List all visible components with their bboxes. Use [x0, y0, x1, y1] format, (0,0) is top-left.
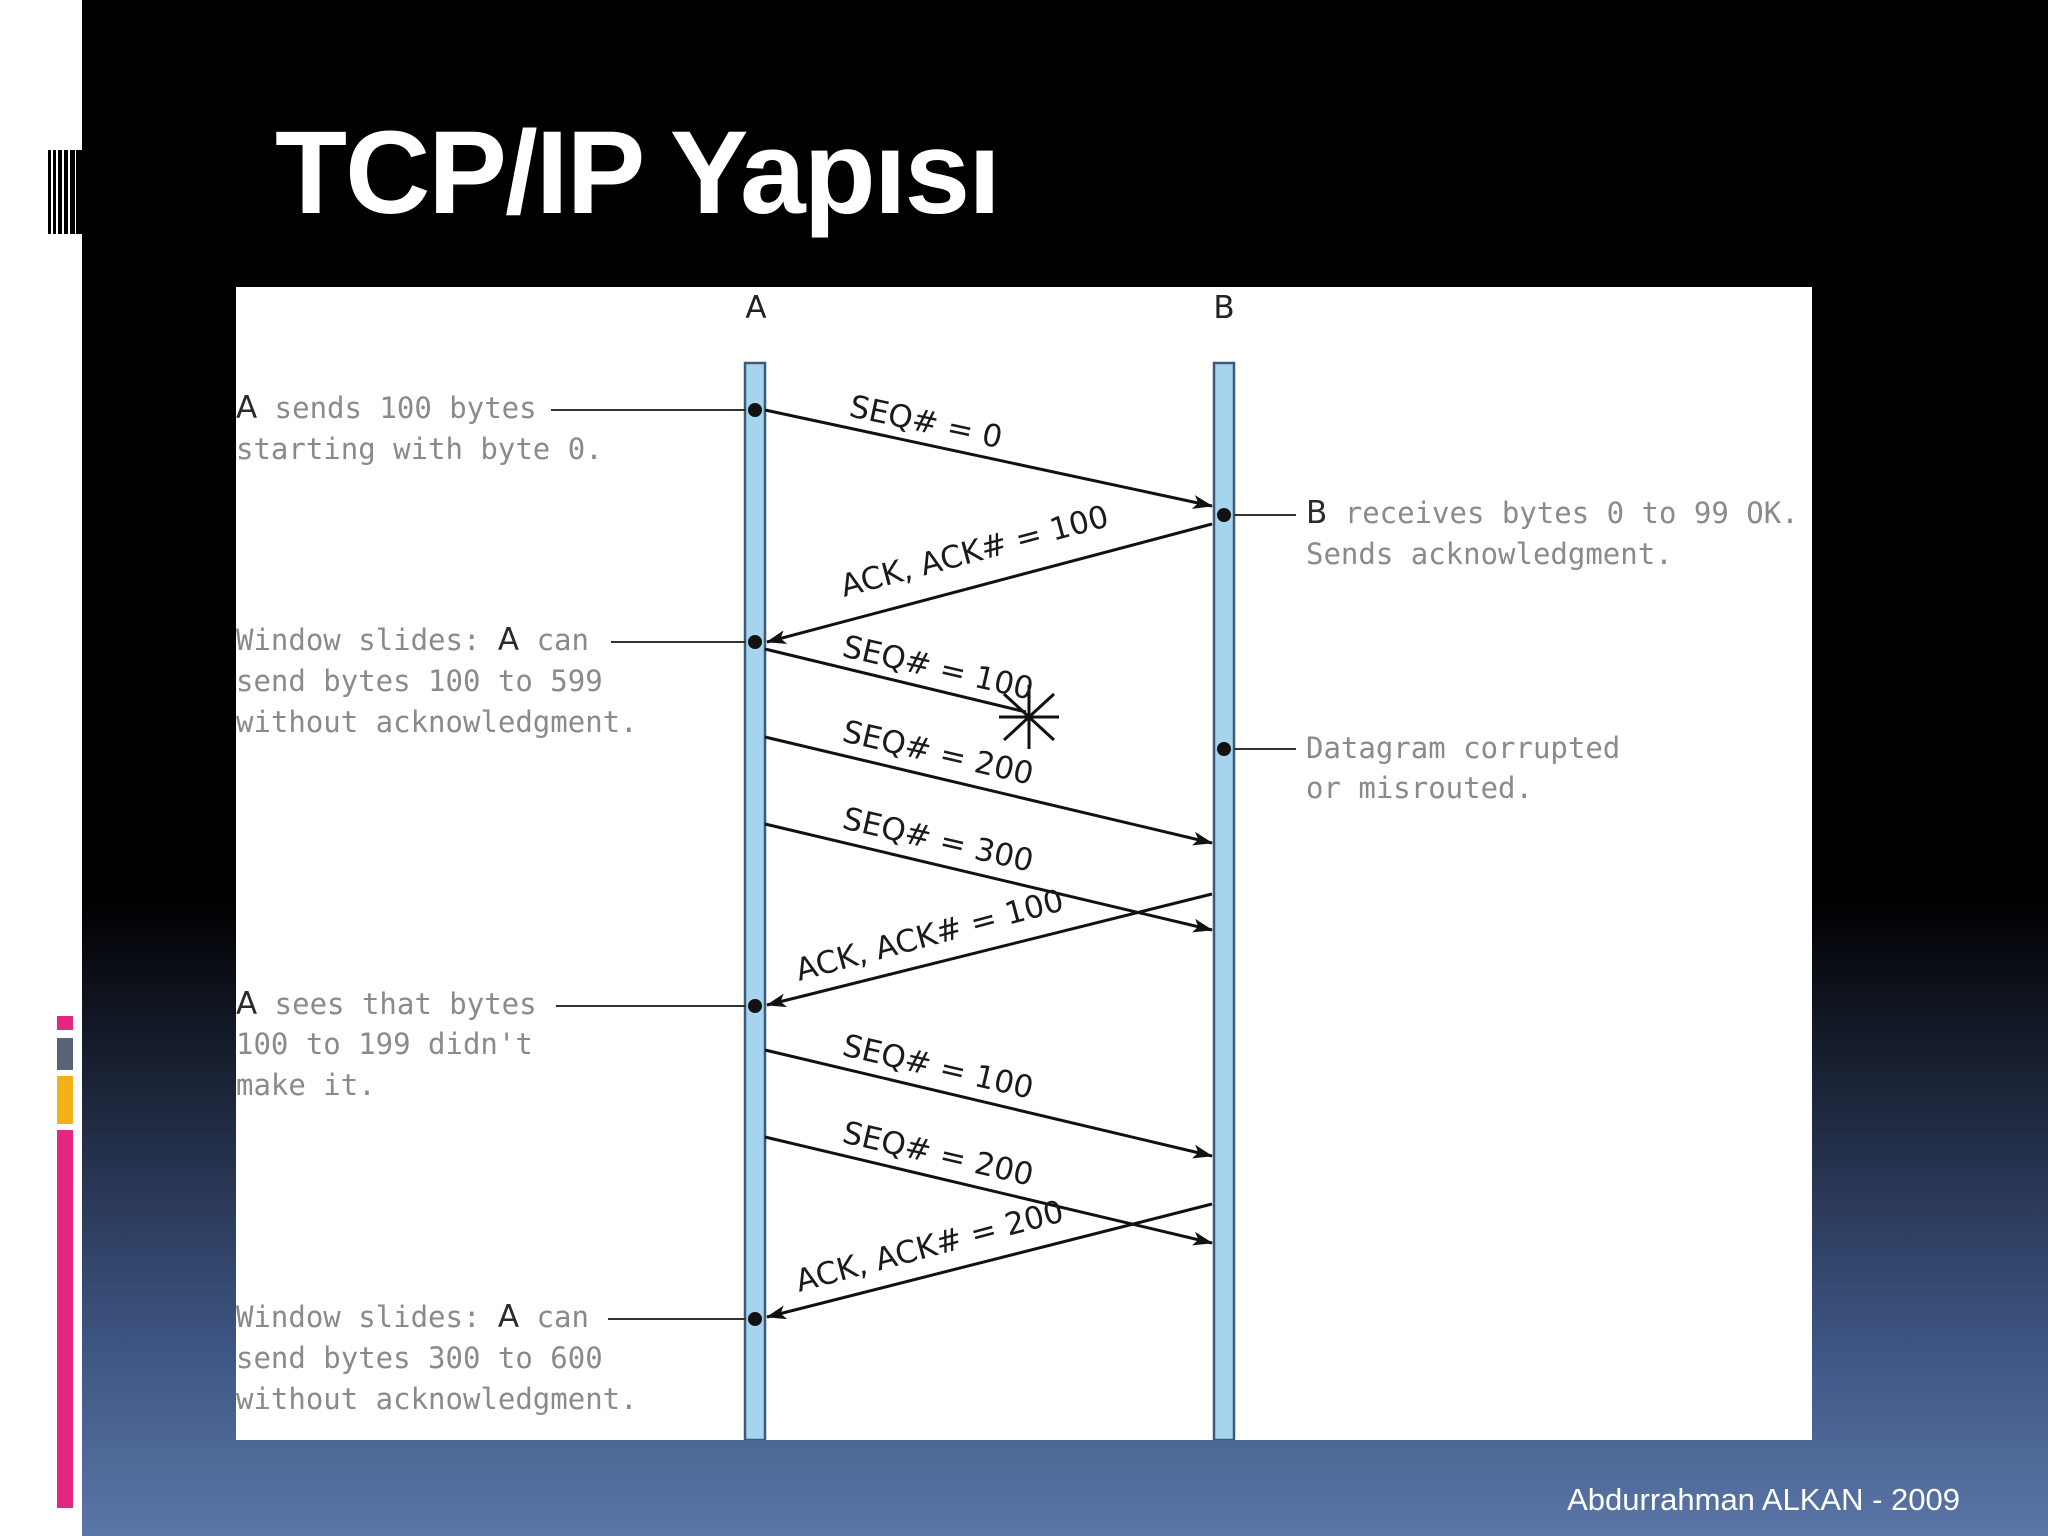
packet-loss-star-icon — [999, 685, 1059, 749]
event-dot — [1217, 742, 1231, 756]
decor-accent-gray — [57, 1038, 73, 1070]
arrow-seq200-retrans — [764, 1135, 1213, 1246]
note-text: Datagram corrupted — [1306, 731, 1620, 765]
note-text: sends 100 bytes — [257, 391, 536, 425]
msg-label-ack100-first: ACK, ACK# = 100 — [837, 499, 1113, 605]
msg-label-seq200-first: SEQ# = 200 — [839, 714, 1037, 793]
host-b-lifeline — [1212, 361, 1236, 1440]
arrow-seq100-lost — [764, 647, 1027, 714]
host-b-label: B — [1213, 290, 1234, 326]
decor-bar — [70, 150, 75, 234]
arrow-ack100-second — [766, 892, 1213, 1008]
host-ref: B — [1306, 495, 1327, 531]
decor-accent-pink — [57, 1016, 73, 1030]
slide-title: TCP/IP Yapısı — [275, 107, 1001, 239]
host-ref: A — [498, 622, 519, 658]
note-text: Window slides: — [236, 1300, 498, 1334]
note-text: without acknowledgment. — [236, 1382, 638, 1416]
svg-text:Window slides: A can: Window slides: A can — [236, 622, 589, 658]
note-text: can — [519, 623, 589, 657]
msg-label-seq200-retrans: SEQ# = 200 — [839, 1115, 1037, 1194]
tcp-sequence-diagram: A B — [236, 287, 1812, 1440]
note-text: receives bytes 0 to 99 OK. — [1327, 496, 1798, 530]
slide-footer: Abdurrahman ALKAN - 2009 — [1567, 1482, 1960, 1517]
note-window-slides-2: Window slides: A can send bytes 300 to 6… — [236, 1299, 638, 1416]
host-ref: A — [498, 1299, 519, 1335]
note-text: make it. — [236, 1068, 376, 1102]
note-a-sees: A sees that bytes 100 to 199 didn't make… — [236, 986, 537, 1102]
decor-bar — [48, 150, 51, 234]
svg-text:A sends 100 bytes: A sends 100 bytes — [236, 390, 537, 426]
decor-bar — [58, 150, 62, 234]
msg-label-seq300: SEQ# = 300 — [839, 801, 1037, 880]
note-a-sends: A sends 100 bytes starting with byte 0. — [236, 390, 603, 466]
arrow-seq0 — [764, 408, 1213, 509]
note-b-receives: B receives bytes 0 to 99 OK. Sends ackno… — [1306, 495, 1799, 571]
msg-label-ack100-second: ACK, ACK# = 100 — [792, 883, 1068, 989]
event-dot — [748, 999, 762, 1013]
arrow-ack200 — [766, 1202, 1213, 1320]
svg-text:A sees that bytes: A sees that bytes — [236, 986, 537, 1022]
arrow-seq100-retrans — [764, 1048, 1213, 1159]
note-text: without acknowledgment. — [236, 705, 638, 739]
note-text: starting with byte 0. — [236, 432, 603, 466]
msg-label-ack200: ACK, ACK# = 200 — [792, 1194, 1068, 1300]
note-text: can — [519, 1300, 589, 1334]
host-ref: A — [236, 390, 257, 426]
note-text: send bytes 300 to 600 — [236, 1341, 603, 1375]
left-decoration-strip — [0, 0, 82, 1536]
decor-bar — [53, 150, 56, 234]
event-dot — [748, 403, 762, 417]
event-dot — [1217, 508, 1231, 522]
svg-text:B receives bytes 0 to 99 OK.: B receives bytes 0 to 99 OK. — [1306, 495, 1799, 531]
msg-label-seq100-lost: SEQ# = 100 — [839, 629, 1037, 708]
note-text: Window slides: — [236, 623, 498, 657]
arrow-ack100-first — [766, 522, 1213, 644]
msg-label-seq100-retrans: SEQ# = 100 — [839, 1028, 1037, 1107]
host-a-lifeline — [743, 361, 767, 1440]
note-text: sees that bytes — [257, 987, 536, 1021]
note-text: or misrouted. — [1306, 771, 1533, 805]
note-window-slides-1: Window slides: A can send bytes 100 to 5… — [236, 622, 638, 739]
note-text: Sends acknowledgment. — [1306, 537, 1673, 571]
decor-bar — [64, 150, 68, 234]
decor-accent-yellow — [57, 1076, 73, 1124]
host-ref: A — [236, 986, 257, 1022]
diagram-canvas: A B — [236, 290, 1799, 1440]
note-text: 100 to 199 didn't — [236, 1027, 533, 1061]
event-dot — [748, 635, 762, 649]
arrow-seq200-first — [764, 735, 1213, 846]
svg-text:Window slides: A can: Window slides: A can — [236, 1299, 589, 1335]
note-text: send bytes 100 to 599 — [236, 664, 603, 698]
note-datagram-corrupted: Datagram corrupted or misrouted. — [1306, 731, 1620, 805]
host-a-label: A — [745, 290, 766, 326]
decor-bar — [76, 150, 82, 234]
decor-accent-pink — [57, 1130, 73, 1508]
event-dot — [748, 1312, 762, 1326]
